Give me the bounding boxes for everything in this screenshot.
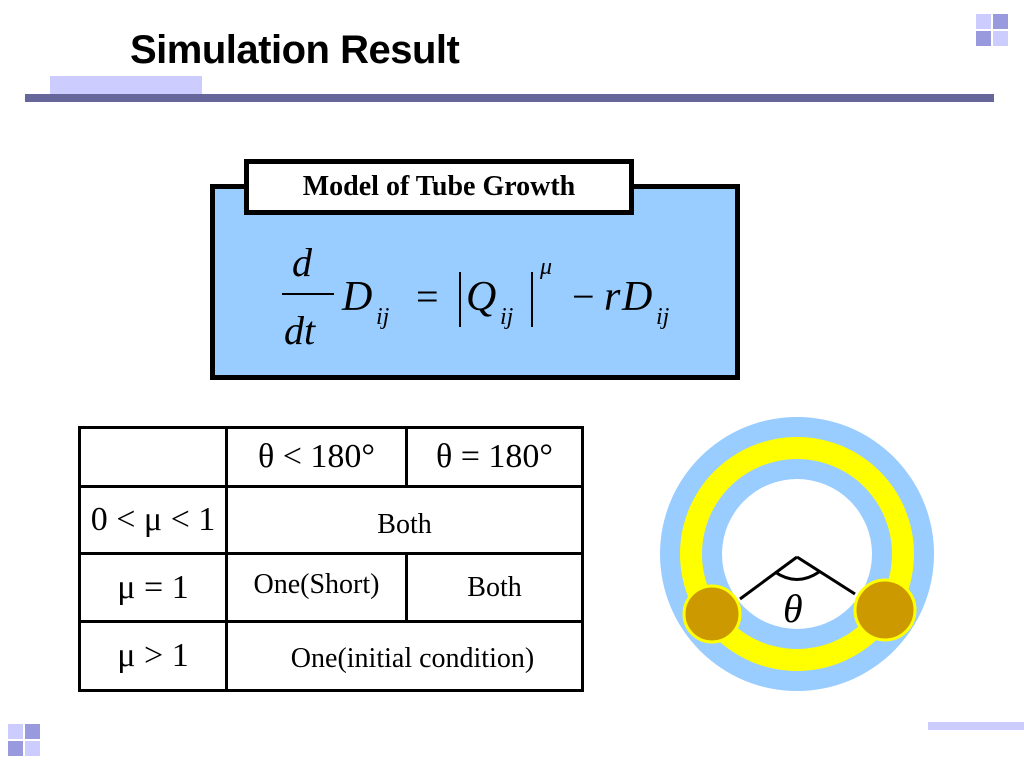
header-angle-equal-180: θ = 180° [435,438,554,475]
angle-arc [774,570,820,581]
result-one-initial-condition: One(initial condition) [290,643,535,674]
exponent-mu: μ [539,254,552,280]
results-table: θ < 180° θ = 180° 0 < μ < 1 Both μ = 1 O… [78,426,584,692]
derivative-denominator: dt [284,308,316,353]
condition-mu-between-0-1: 0 < μ < 1 [90,501,216,538]
decay-rate: r [604,274,621,320]
left-food-node [682,584,742,644]
corner-square-decoration [25,741,40,756]
table-column-divider [405,552,408,622]
angle-line-right [796,555,856,596]
condition-mu-equal-1: μ = 1 [117,568,189,606]
table-border-top [78,426,584,429]
table-row-divider [78,552,584,555]
equals-sign: = [416,274,439,319]
ring-center [722,479,872,629]
conductance-rhs: D [621,274,652,320]
table-border-right [581,426,584,692]
derivative-numerator: d [292,240,313,285]
bottom-accent-bar [928,722,1024,730]
table-border-bottom [78,689,584,692]
corner-square-decoration [976,31,991,46]
corner-square-decoration [8,724,23,739]
table-row-divider [78,620,584,623]
conductance-lhs: D [341,274,372,320]
conductance-rhs-subscript: ij [656,304,670,330]
right-food-node [853,578,917,642]
theta-angle-label: θ [783,586,803,631]
tube-ring-diagram: θ [660,417,934,691]
flux-var: Q [466,274,496,320]
flux-subscript: ij [500,304,514,330]
angle-line-left [739,555,798,601]
title-underline [25,94,994,102]
table-column-divider [225,426,228,692]
title-accent-bar [50,76,202,94]
corner-square-decoration [993,14,1008,29]
header-empty-cell [81,429,225,485]
growth-equation: d dt D ij = Q ij μ − r D ij [282,240,670,353]
table-border-left [78,426,81,692]
conductance-lhs-subscript: ij [376,304,390,330]
table-column-divider [405,426,408,488]
header-angle-less-180: θ < 180° [257,438,376,475]
condition-mu-greater-1: μ > 1 [117,637,189,674]
slide-title: Simulation Result [130,28,460,72]
corner-square-decoration [993,31,1008,46]
minus-sign: − [572,274,595,319]
model-label: Model of Tube Growth [244,159,634,215]
result-both: Both [467,571,522,603]
corner-square-decoration [25,724,40,739]
table-row-divider [78,485,584,488]
result-both-merged: Both [377,509,432,540]
corner-square-decoration [8,741,23,756]
corner-square-decoration [976,14,991,29]
result-one-short: One(Short) [253,569,380,600]
